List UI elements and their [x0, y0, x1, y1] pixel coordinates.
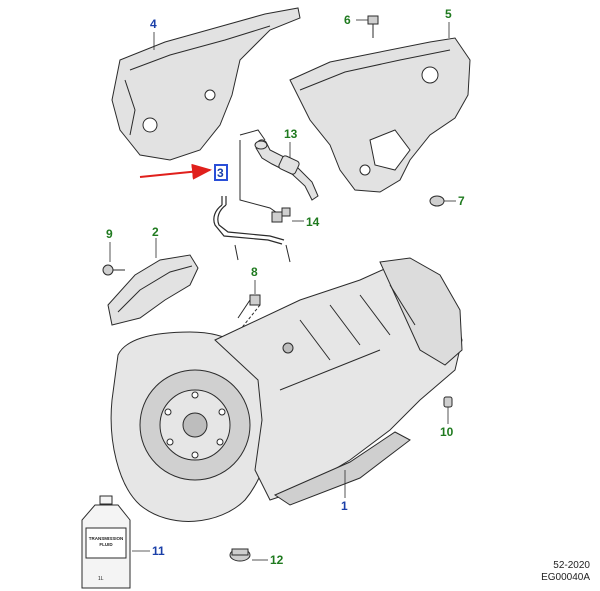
callout-9: 9 [106, 227, 113, 241]
callout-4: 4 [150, 17, 157, 31]
heat-shield-left [111, 7, 301, 161]
callout-13: 13 [284, 127, 298, 141]
callout-7: 7 [458, 194, 465, 208]
heat-shield-right [289, 37, 471, 193]
hose-13 [254, 139, 319, 201]
callout-12: 12 [270, 553, 284, 567]
callout-14: 14 [306, 215, 320, 229]
bolt-9 [102, 264, 125, 276]
clip-14 [271, 207, 291, 223]
callout-8: 8 [251, 265, 258, 279]
fluid-bottle-11 [81, 495, 131, 589]
pointer-arrow [139, 163, 212, 180]
reference-block: 52-2020 EG00040A [400, 560, 590, 584]
reference-figure: EG00040A [541, 572, 590, 583]
callout-11: 11 [152, 544, 165, 558]
plug-12 [229, 548, 251, 562]
cover-2 [107, 254, 199, 326]
breather-tube-3 [213, 196, 285, 245]
bolt-6 [367, 15, 379, 38]
bottle-label-line2: FLUID [99, 542, 113, 547]
bolt-8 [237, 294, 261, 331]
callout-6: 6 [344, 13, 351, 27]
callout-3-highlight [214, 164, 228, 181]
callout-5: 5 [445, 7, 452, 21]
grommet-7 [429, 195, 445, 207]
callout-2: 2 [152, 225, 159, 239]
callout-1: 1 [341, 499, 348, 513]
bottle-label-line1: TRANSMISSION [89, 536, 124, 541]
callout-3: 3 [217, 166, 224, 180]
leader-lines [153, 22, 450, 258]
drain-plug-10 [443, 396, 453, 408]
reference-section: 52-2020 [553, 560, 590, 571]
transmission-1 [110, 257, 463, 522]
callout-10: 10 [440, 425, 454, 439]
bottle-label-volume: 1L [98, 576, 104, 582]
